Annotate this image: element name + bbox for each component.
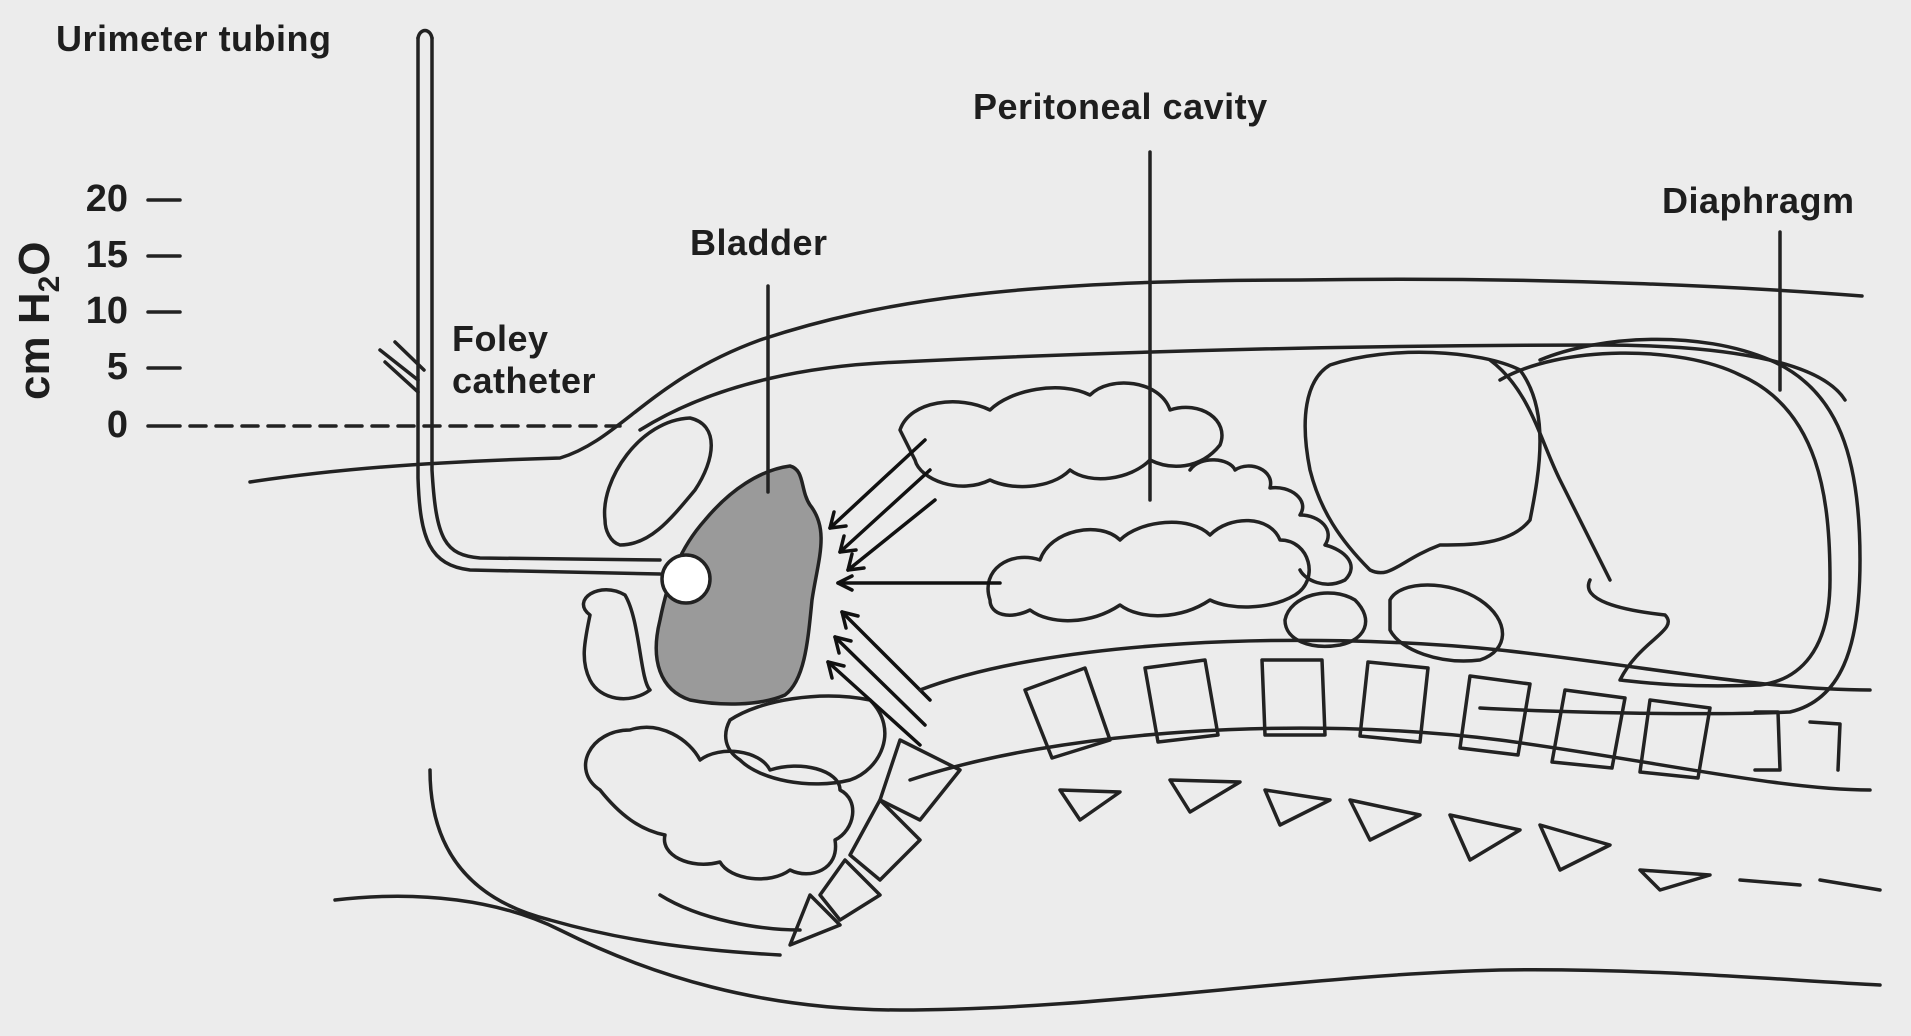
tick-label-15: 15	[68, 234, 128, 277]
rectum	[583, 590, 650, 699]
bowel-loops-middle	[988, 521, 1309, 621]
diaphragm-label: Diaphragm	[1662, 180, 1855, 222]
diaphragm-inner	[1500, 353, 1830, 686]
sacrum	[660, 740, 960, 945]
liver-inner	[1490, 360, 1610, 580]
foley-balloon	[662, 555, 710, 603]
tick-label-0: 0	[68, 404, 128, 447]
bowel-small-blob	[1285, 593, 1366, 646]
tick-label-10: 10	[68, 290, 128, 333]
spinous-processes	[1060, 780, 1880, 890]
peritoneal-cavity-label: Peritoneal cavity	[973, 86, 1268, 128]
diaphragm-outline	[1480, 339, 1860, 713]
bladder-label: Bladder	[690, 222, 828, 264]
urimeter-tubing-label: Urimeter tubing	[56, 18, 332, 60]
back-outline	[335, 896, 1880, 1010]
urimeter-tubing-left-line	[418, 38, 660, 574]
axis-unit-label: cm H2O	[10, 241, 67, 400]
tubing-cap	[418, 31, 432, 39]
sigmoid-colon	[586, 727, 853, 879]
foley-catheter-label-line2: catheter	[452, 360, 596, 402]
foley-catheter-label-line1: Foley	[452, 318, 549, 360]
urimeter-tubing-right-line	[432, 38, 660, 560]
liver	[1305, 352, 1540, 572]
bowel-loops-upper	[900, 383, 1222, 487]
uterus-region	[726, 696, 885, 784]
pubic-structure	[605, 418, 712, 545]
inner-peritoneal-line	[640, 345, 1845, 430]
tick-label-5: 5	[68, 346, 128, 389]
tick-label-20: 20	[68, 178, 128, 221]
small-bowel-chain	[1190, 460, 1351, 584]
